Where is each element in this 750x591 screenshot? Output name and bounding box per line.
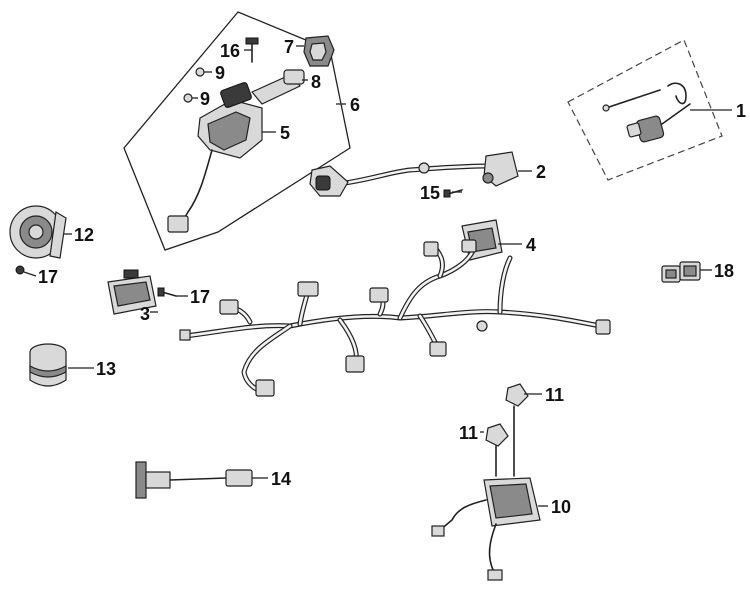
spark-plug-lead — [567, 39, 723, 181]
callout-16: 16 — [220, 41, 240, 61]
callout-6: 6 — [350, 95, 360, 115]
callout-14: 14 — [271, 469, 291, 489]
callout-11a: 11 — [545, 385, 564, 405]
callout-8: 8 — [311, 72, 321, 92]
callout-18: 18 — [714, 261, 734, 281]
callout-7: 7 — [284, 37, 294, 57]
callout-17a: 17 — [38, 267, 58, 287]
ignition-switch-assembly — [123, 11, 351, 251]
callout-12: 12 — [74, 225, 94, 245]
screw-15 — [443, 189, 463, 198]
callout-labels: 1 2 3 4 5 6 7 8 9 9 10 11 11 12 13 14 15… — [38, 37, 746, 517]
callout-2: 2 — [536, 162, 546, 182]
part-1-outline — [567, 39, 723, 181]
callout-11b: 11 — [459, 423, 478, 443]
callout-5: 5 — [280, 123, 290, 143]
callout-9b: 9 — [200, 89, 210, 109]
ignition-coil — [309, 151, 519, 197]
main-wiring-harness — [179, 239, 611, 397]
callout-9a: 9 — [215, 63, 225, 83]
callout-4: 4 — [526, 235, 536, 255]
flasher-relay — [29, 343, 67, 387]
callout-13: 13 — [96, 359, 116, 379]
horn — [9, 205, 67, 275]
leader-lines — [23, 45, 732, 507]
starter-relay — [431, 383, 541, 581]
connector-18 — [661, 261, 701, 283]
callout-1: 1 — [736, 101, 746, 121]
cable-14 — [135, 461, 253, 499]
regulator-rectifier — [107, 269, 177, 315]
callout-15: 15 — [420, 183, 440, 203]
callout-10: 10 — [551, 497, 571, 517]
callout-3: 3 — [140, 304, 150, 324]
callout-17b: 17 — [190, 287, 210, 307]
